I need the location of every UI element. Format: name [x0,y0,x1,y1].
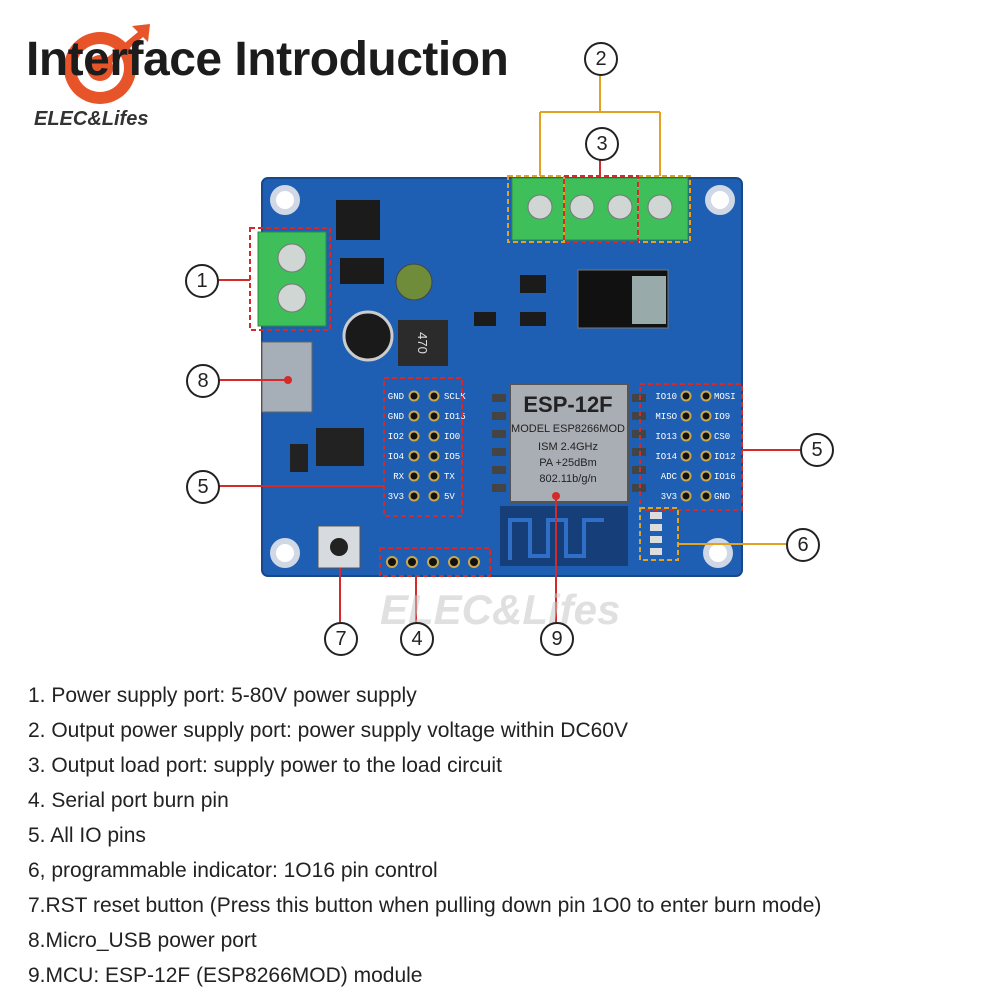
callout-9: 9 [540,622,574,656]
inductor-label: 470 [415,332,430,354]
header-pin [700,490,712,502]
header-pin [428,450,440,462]
pin-label: IO14 [655,452,677,462]
header-pin [408,410,420,422]
header-pin [680,490,692,502]
description-item: 2. Output power supply port: power suppl… [28,719,628,742]
header-pin [408,390,420,402]
header-pin [680,470,692,482]
output-power-highlight-left [507,175,565,243]
pin-label: GND [388,412,404,422]
callout-2: 2 [584,42,618,76]
module-line-1: ISM 2.4GHz [538,441,598,453]
description-item: 3. Output load port: supply power to the… [28,754,502,777]
pin-label: IO15 [444,412,466,422]
module-line-2: PA +25dBm [539,457,597,469]
header-pin [680,450,692,462]
header-pin [700,450,712,462]
header-pin [428,470,440,482]
pin-label: IO16 [714,472,736,482]
header-pin [428,390,440,402]
module-model: MODEL ESP8266MOD [511,423,625,435]
pin-label: IO10 [655,392,677,402]
callout-4: 4 [400,622,434,656]
serial-pins-highlight [379,547,491,577]
callout-3: 3 [585,127,619,161]
description-item: 1. Power supply port: 5-80V power supply [28,684,417,707]
header-pin [700,470,712,482]
header-pin [700,430,712,442]
header-pin [428,410,440,422]
brand-name: ELEC&Lifes [34,108,149,130]
pin-label: TX [444,472,455,482]
callout-8: 8 [186,364,220,398]
callout-6: 6 [786,528,820,562]
header-pin [408,490,420,502]
pin-label: IO5 [444,452,460,462]
header-pin [408,470,420,482]
header-pin [680,410,692,422]
header-pin [680,390,692,402]
pin-label: IO2 [388,432,404,442]
left-io-highlight [383,377,463,517]
header-pin [408,450,420,462]
pin-label: 5V [444,492,455,502]
callout-7: 7 [324,622,358,656]
right-io-highlight [639,383,743,511]
pin-label: IO0 [444,432,460,442]
indicator-highlight [639,507,679,561]
header-pin [408,430,420,442]
description-item: 6, programmable indicator: 1O16 pin cont… [28,859,438,882]
page-title: Interface Introduction [26,33,509,86]
pin-label: ADC [661,472,678,482]
description-item: 4. Serial port burn pin [28,789,229,812]
pin-label: 3V3 [661,492,677,502]
module-name: ESP-12F [523,392,612,417]
callout-5-right: 5 [800,433,834,467]
header-pin [428,430,440,442]
brand-logo [64,24,150,104]
pin-label: IO9 [714,412,730,422]
module-line-3: 802.11b/g/n [539,473,596,485]
pin-label: SCLK [444,392,466,402]
callout-1: 1 [185,264,219,298]
pin-label: IO12 [714,452,736,462]
description-list: 1. Power supply port: 5-80V power supply… [28,678,988,993]
description-item: 7.RST reset button (Press this button wh… [28,894,822,917]
pin-label: GND [388,392,404,402]
header-pin [680,430,692,442]
pin-label: IO13 [655,432,677,442]
description-item: 5. All IO pins [28,824,146,847]
header-pin [700,390,712,402]
pin-label: IO4 [388,452,404,462]
pin-label: MOSI [714,392,736,402]
description-item: 9.MCU: ESP-12F (ESP8266MOD) module [28,964,423,987]
pin-label: CS0 [714,432,730,442]
header-pin [700,410,712,422]
pin-label: GND [714,492,730,502]
pin-label: 3V3 [388,492,404,502]
pin-label: MISO [655,412,677,422]
pin-label: RX [393,472,404,482]
callout-5-left: 5 [186,470,220,504]
description-item: 8.Micro_USB power port [28,929,257,952]
header-pin [428,490,440,502]
